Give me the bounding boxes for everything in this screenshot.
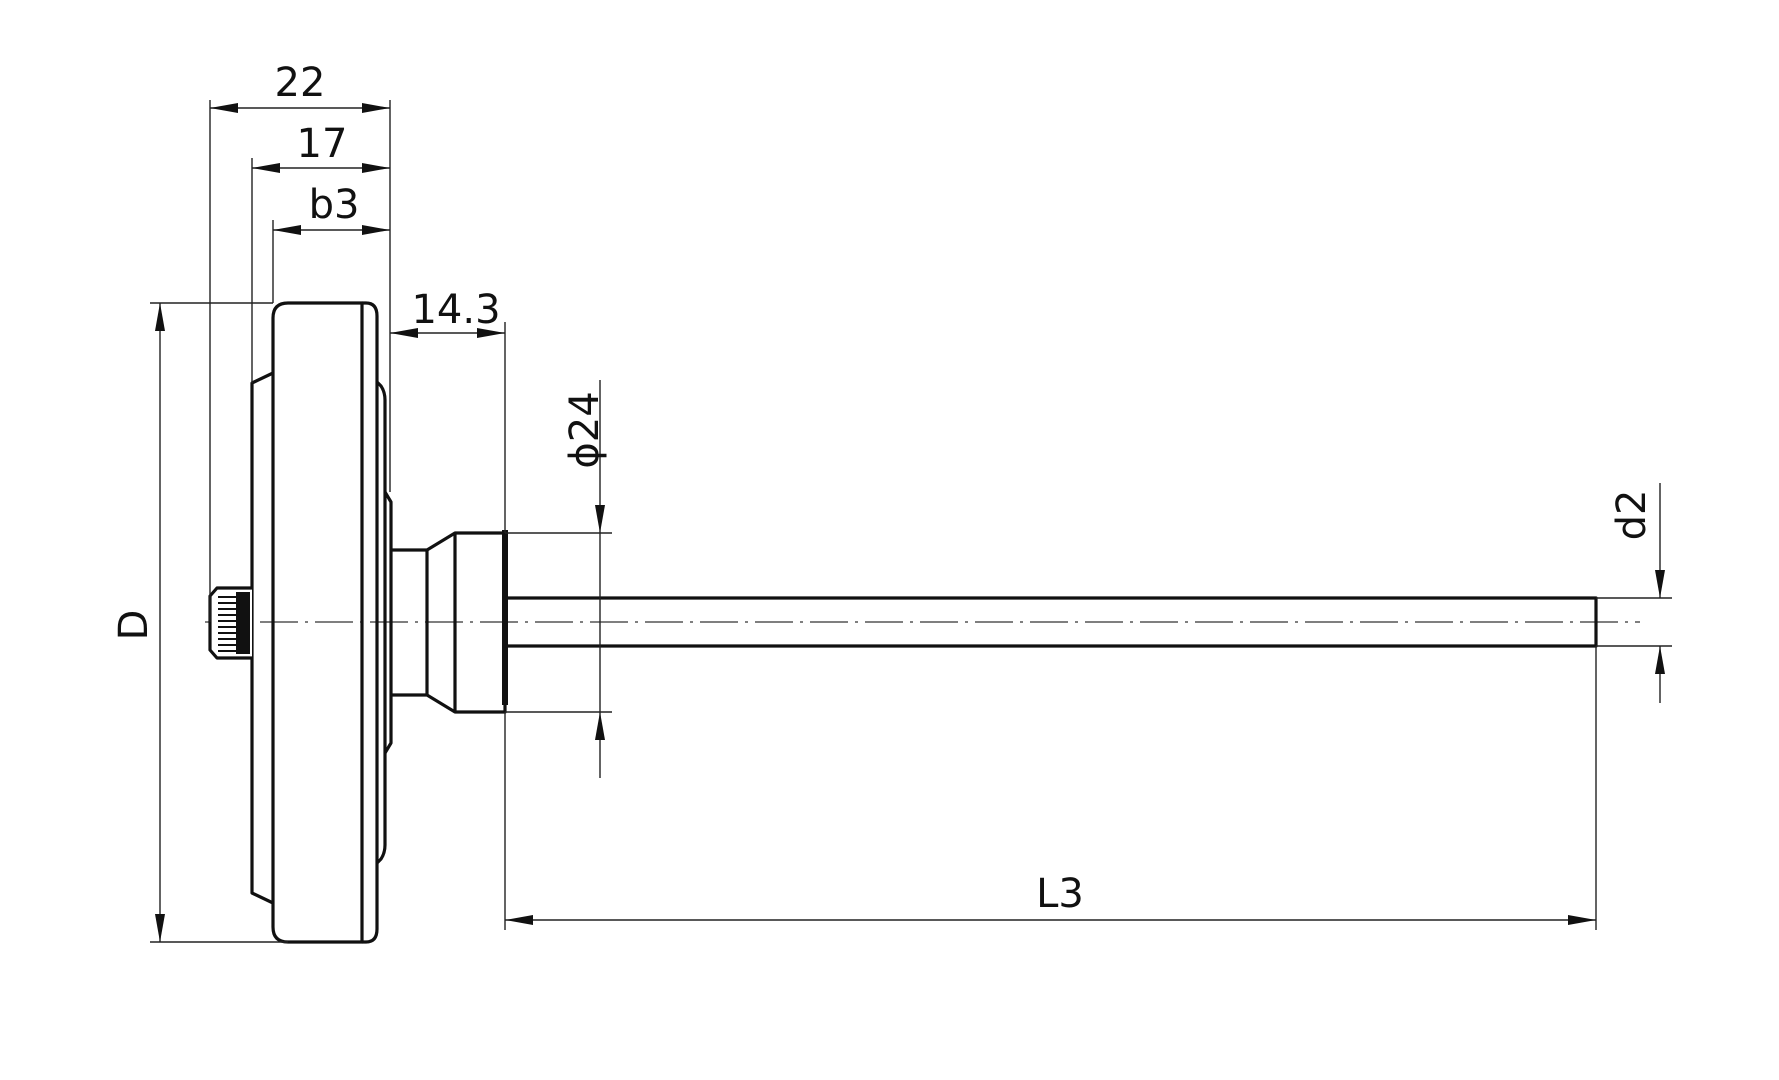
dim-17-label: 17: [297, 121, 348, 167]
knurl-lines: [218, 596, 236, 652]
dim-d2-label: d2: [1609, 490, 1655, 541]
dim-phi24: ϕ24: [562, 380, 608, 778]
dim-phi24-label: ϕ24: [562, 391, 608, 468]
dim-D: D: [111, 303, 165, 942]
dim-L3: L3: [505, 871, 1596, 925]
dim-14-3: 14.3: [390, 287, 505, 338]
reset-knob: [208, 586, 252, 660]
dim-b3: b3: [273, 182, 390, 235]
rear-cover: [250, 371, 274, 905]
dim-d2: d2: [1609, 483, 1665, 703]
process-connection: [391, 530, 508, 714]
dim-22-label: 22: [275, 60, 326, 106]
dim-D-label: D: [111, 610, 157, 641]
bezel-ring: [362, 301, 379, 944]
dim-14-3-label: 14.3: [411, 287, 500, 333]
front-ring: [375, 380, 387, 865]
dim-L3-label: L3: [1036, 871, 1084, 917]
dim-b3-label: b3: [309, 182, 360, 228]
boss: [383, 491, 393, 754]
stem: [505, 596, 1598, 648]
extension-lines: [150, 100, 1672, 943]
dim-17: 17: [252, 121, 390, 173]
dim-22: 22: [210, 60, 390, 113]
